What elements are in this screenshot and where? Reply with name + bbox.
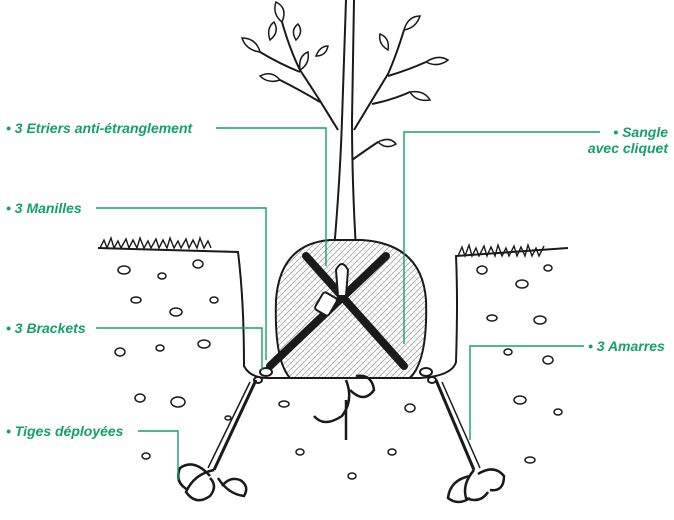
- label-sangle-line1: • Sangle: [588, 124, 668, 140]
- label-amarres: • 3 Amarres: [588, 338, 665, 354]
- label-sangle: • Sangle avec cliquet: [588, 124, 668, 156]
- label-tiges: • Tiges déployées: [6, 423, 123, 439]
- tree: [260, 0, 426, 250]
- label-sangle-line2: avec cliquet: [588, 140, 668, 156]
- anchor-cables: [208, 380, 480, 470]
- label-brackets: • 3 Brackets: [6, 320, 86, 336]
- label-manilles: • 3 Manilles: [6, 200, 82, 216]
- anti-choke-stirrup: [336, 264, 348, 296]
- label-etriers: • 3 Etriers anti-étranglement: [6, 120, 192, 136]
